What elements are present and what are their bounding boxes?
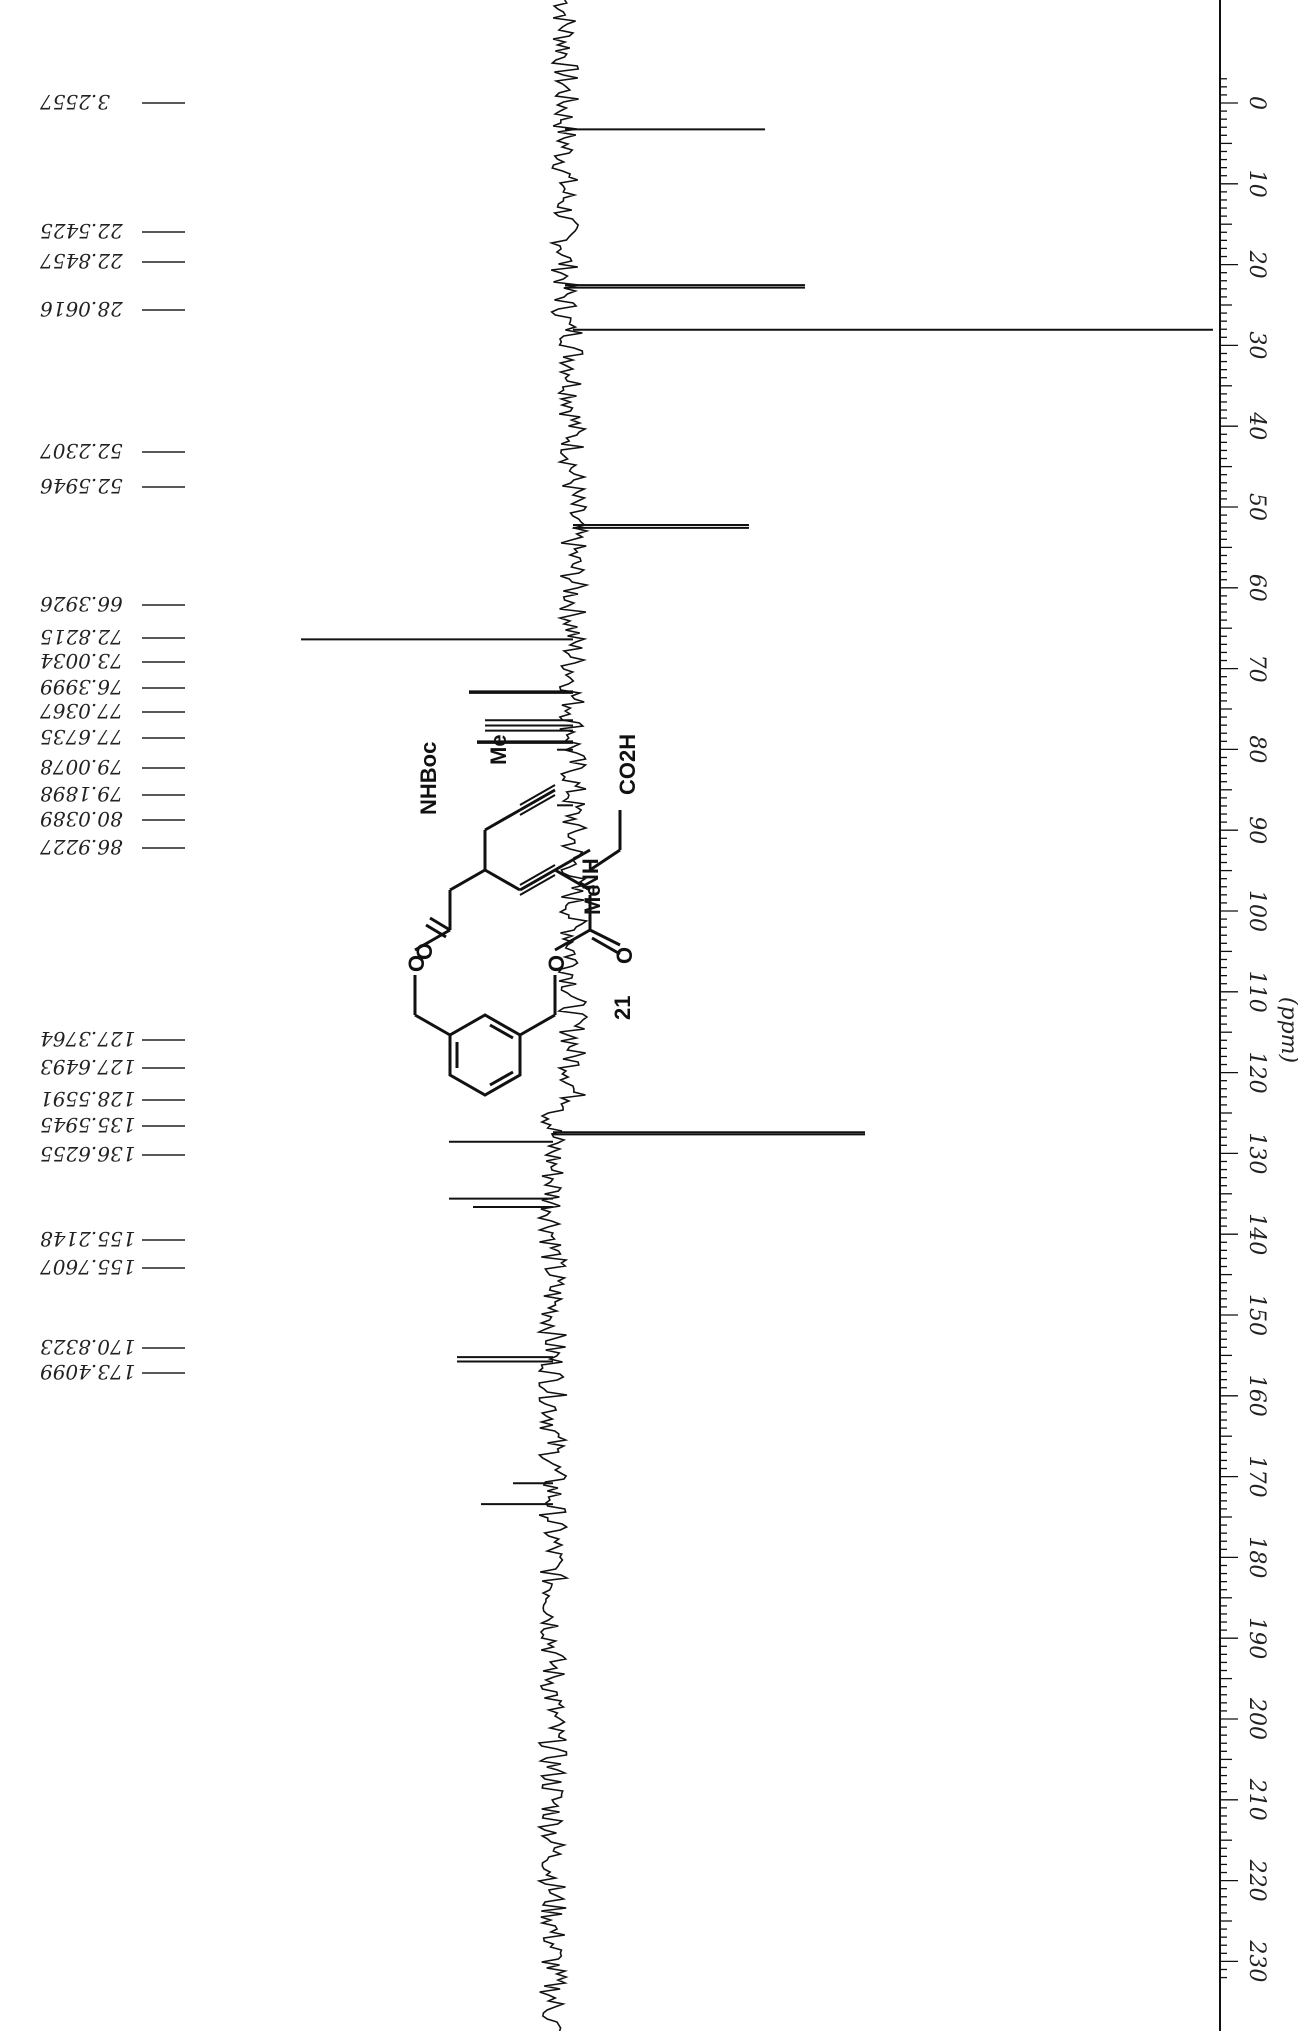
peak-label-3: 28.0616 — [40, 297, 124, 321]
axis-tick-label-18: 180 — [1244, 1536, 1269, 1578]
peak-label-7: 72.8215 — [40, 625, 123, 649]
structure-label-o-ester: O — [404, 955, 429, 972]
axis-label-group: (ppm) — [1276, 997, 1298, 1063]
structure-label-me-bottom: Me — [580, 884, 605, 915]
axis-tick-label-3: 30 — [1244, 331, 1269, 359]
structure-label-nh: NH — [578, 858, 603, 890]
peak-label-12: 79.0078 — [40, 755, 123, 779]
axis-tick-label-13: 130 — [1244, 1132, 1269, 1174]
axis-tick-label-14: 140 — [1244, 1213, 1269, 1255]
axis-tick-label-5: 50 — [1244, 493, 1269, 521]
peak-label-5: 52.5946 — [40, 474, 123, 498]
peak-label-8: 73.0034 — [40, 649, 123, 673]
peak-label-6: 66.3926 — [40, 592, 123, 616]
axis-label: (ppm) — [1276, 997, 1298, 1063]
peak-label-19: 135.5945 — [40, 1113, 135, 1137]
peak-label-23: 170.8323 — [40, 1335, 135, 1359]
baseline-noise — [536, 0, 590, 2031]
peak-label-24: 173.4099 — [40, 1360, 136, 1384]
peak-labels: 3.2557 22.5425 22.8457 28.0616 52.2307 52.594… — [40, 90, 185, 1384]
peak-label-22: 155.7607 — [40, 1255, 136, 1279]
axis-tick-label-12: 120 — [1244, 1052, 1269, 1094]
ppm-axis: 0 10 20 30 40 50 60 70 80 90 100 110 120 130 140 150 160… — [1219, 0, 1269, 2031]
peak-label-11: 77.6735 — [40, 725, 123, 749]
structure-label-nhboc: NHBoc — [416, 742, 441, 815]
axis-tick-label-11: 110 — [1244, 971, 1269, 1013]
spectrum-baseline — [536, 0, 590, 2031]
peak-label-9: 76.3999 — [40, 675, 123, 699]
axis-tick-label-19: 190 — [1244, 1617, 1269, 1659]
peak-label-20: 136.6255 — [40, 1142, 135, 1166]
axis-tick-label-15: 150 — [1244, 1294, 1269, 1336]
axis-tick-label-17: 170 — [1244, 1456, 1269, 1498]
axis-tick-label-4: 40 — [1244, 411, 1269, 440]
peak-label-21: 155.2148 — [40, 1227, 135, 1251]
axis-tick-label-10: 100 — [1244, 890, 1269, 932]
structure-label-o-carbamate: O — [544, 955, 569, 972]
peak-label-16: 127.3764 — [40, 1027, 135, 1051]
axis-tick-label-21: 210 — [1244, 1778, 1269, 1821]
structure-label-o-carbamate-carbonyl: O — [612, 947, 637, 964]
peak-label-15: 86.9227 — [40, 835, 123, 859]
axis-tick-label-16: 160 — [1244, 1375, 1269, 1417]
axis-tick-label-7: 70 — [1244, 655, 1269, 683]
peak-label-2: 22.8457 — [40, 249, 124, 273]
compound-number: 21 — [610, 996, 635, 1020]
structure-label-o-ester-carbonyl: O — [412, 943, 437, 960]
axis-tick-label-1: 10 — [1244, 170, 1269, 198]
peak-label-18: 128.5591 — [40, 1087, 135, 1111]
axis-tick-label-8: 80 — [1244, 735, 1269, 763]
structure-label-co2h: CO2H — [615, 734, 640, 795]
structure-label-me-top: Me — [486, 734, 511, 765]
peak-label-0: 3.2557 — [40, 90, 110, 114]
peak-label-10: 77.0367 — [40, 699, 123, 723]
axis-tick-label-23: 230 — [1244, 1939, 1269, 1982]
axis-tick-label-9: 90 — [1244, 816, 1269, 844]
peak-label-14: 80.0389 — [40, 807, 123, 831]
spectrum-peaks — [301, 128, 1213, 1506]
axis-tick-label-22: 220 — [1244, 1859, 1269, 1902]
compound-structure: NHBoc Me CO2H NH Me O O O O 21 — [404, 734, 640, 1097]
axis-tick-label-2: 20 — [1244, 250, 1269, 279]
benzene-ring — [448, 1013, 522, 1097]
axis-tick-label-6: 60 — [1244, 574, 1269, 602]
peak-label-13: 79.1898 — [40, 782, 123, 806]
axis-tick-label-0: 0 — [1244, 96, 1269, 110]
axis-tick-label-20: 200 — [1244, 1697, 1269, 1740]
peak-label-4: 52.2307 — [40, 439, 123, 463]
peak-label-17: 127.6493 — [40, 1055, 135, 1079]
peak-label-1: 22.5425 — [40, 219, 124, 243]
